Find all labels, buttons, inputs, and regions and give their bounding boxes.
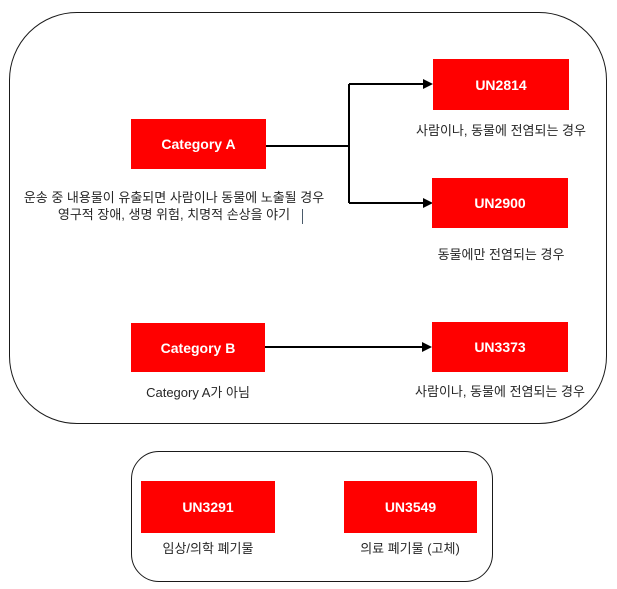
un3291-box: UN3291 <box>141 481 275 533</box>
category-a-label: Category A <box>161 136 236 152</box>
un2814-box: UN2814 <box>433 59 569 110</box>
un3549-caption: 의료 폐기물 (고체) <box>360 541 460 556</box>
un3549-box: UN3549 <box>344 481 477 533</box>
un3291-caption: 임상/의학 폐기물 <box>162 541 254 556</box>
category-a-description-line1: 운송 중 내용물이 유출되면 사람이나 동물에 노출될 경우 <box>23 190 325 205</box>
un3373-label: UN3373 <box>474 339 526 355</box>
category-b-box: Category B <box>131 323 265 372</box>
un2814-caption: 사람이나, 동물에 전염되는 경우 <box>416 123 586 138</box>
un3549-label: UN3549 <box>384 499 437 515</box>
un2900-caption: 동물에만 전염되는 경우 <box>437 247 565 262</box>
text-caret <box>302 209 303 224</box>
un3373-caption: 사람이나, 동물에 전염되는 경우 <box>415 384 585 399</box>
category-a-description: 운송 중 내용물이 유출되면 사람이나 동물에 노출될 경우 영구적 장애, 생… <box>8 189 340 223</box>
category-a-box: Category A <box>131 119 266 169</box>
category-a-description-line2: 영구적 장애, 생명 위험, 치명적 손상을 야기 <box>57 207 291 222</box>
un3291-label: UN3291 <box>182 499 234 515</box>
category-b-label: Category B <box>160 339 236 356</box>
un2814-label: UN2814 <box>475 76 527 93</box>
un3373-box: UN3373 <box>432 322 568 372</box>
category-b-caption: Category A가 아님 <box>146 385 250 400</box>
un2900-label: UN2900 <box>474 195 526 211</box>
un2900-box: UN2900 <box>432 178 568 228</box>
